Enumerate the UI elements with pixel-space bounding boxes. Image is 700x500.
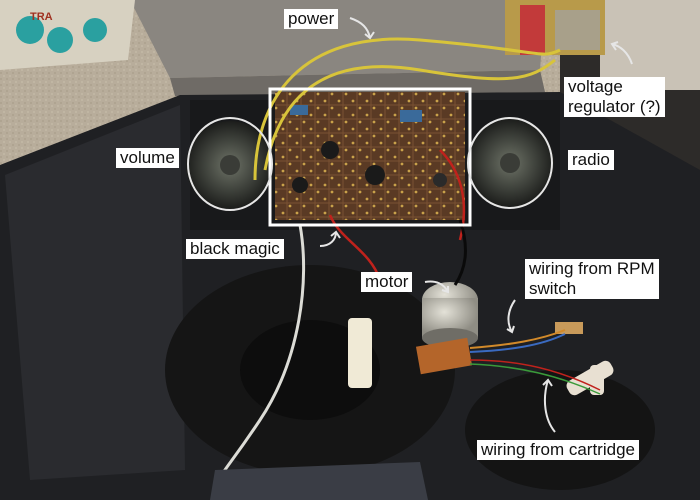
- label-wiring-rpm-switch: wiring from RPM switch: [525, 259, 659, 299]
- label-wiring-rpm-line2: switch: [529, 279, 577, 298]
- label-voltage-regulator-line1: voltage: [568, 77, 623, 96]
- label-voltage-regulator: voltage regulator (?): [564, 77, 665, 117]
- label-power: power: [284, 9, 339, 29]
- label-motor: motor: [361, 272, 413, 292]
- label-radio: radio: [568, 150, 614, 170]
- label-wiring-cartridge: wiring from cartridge: [477, 440, 639, 460]
- svg-text:TRA: TRA: [30, 11, 53, 23]
- label-wiring-rpm-line1: wiring from RPM: [529, 259, 655, 278]
- label-voltage-regulator-line2: regulator (?): [568, 97, 661, 116]
- label-volume: volume: [116, 148, 179, 168]
- label-black-magic: black magic: [186, 239, 284, 259]
